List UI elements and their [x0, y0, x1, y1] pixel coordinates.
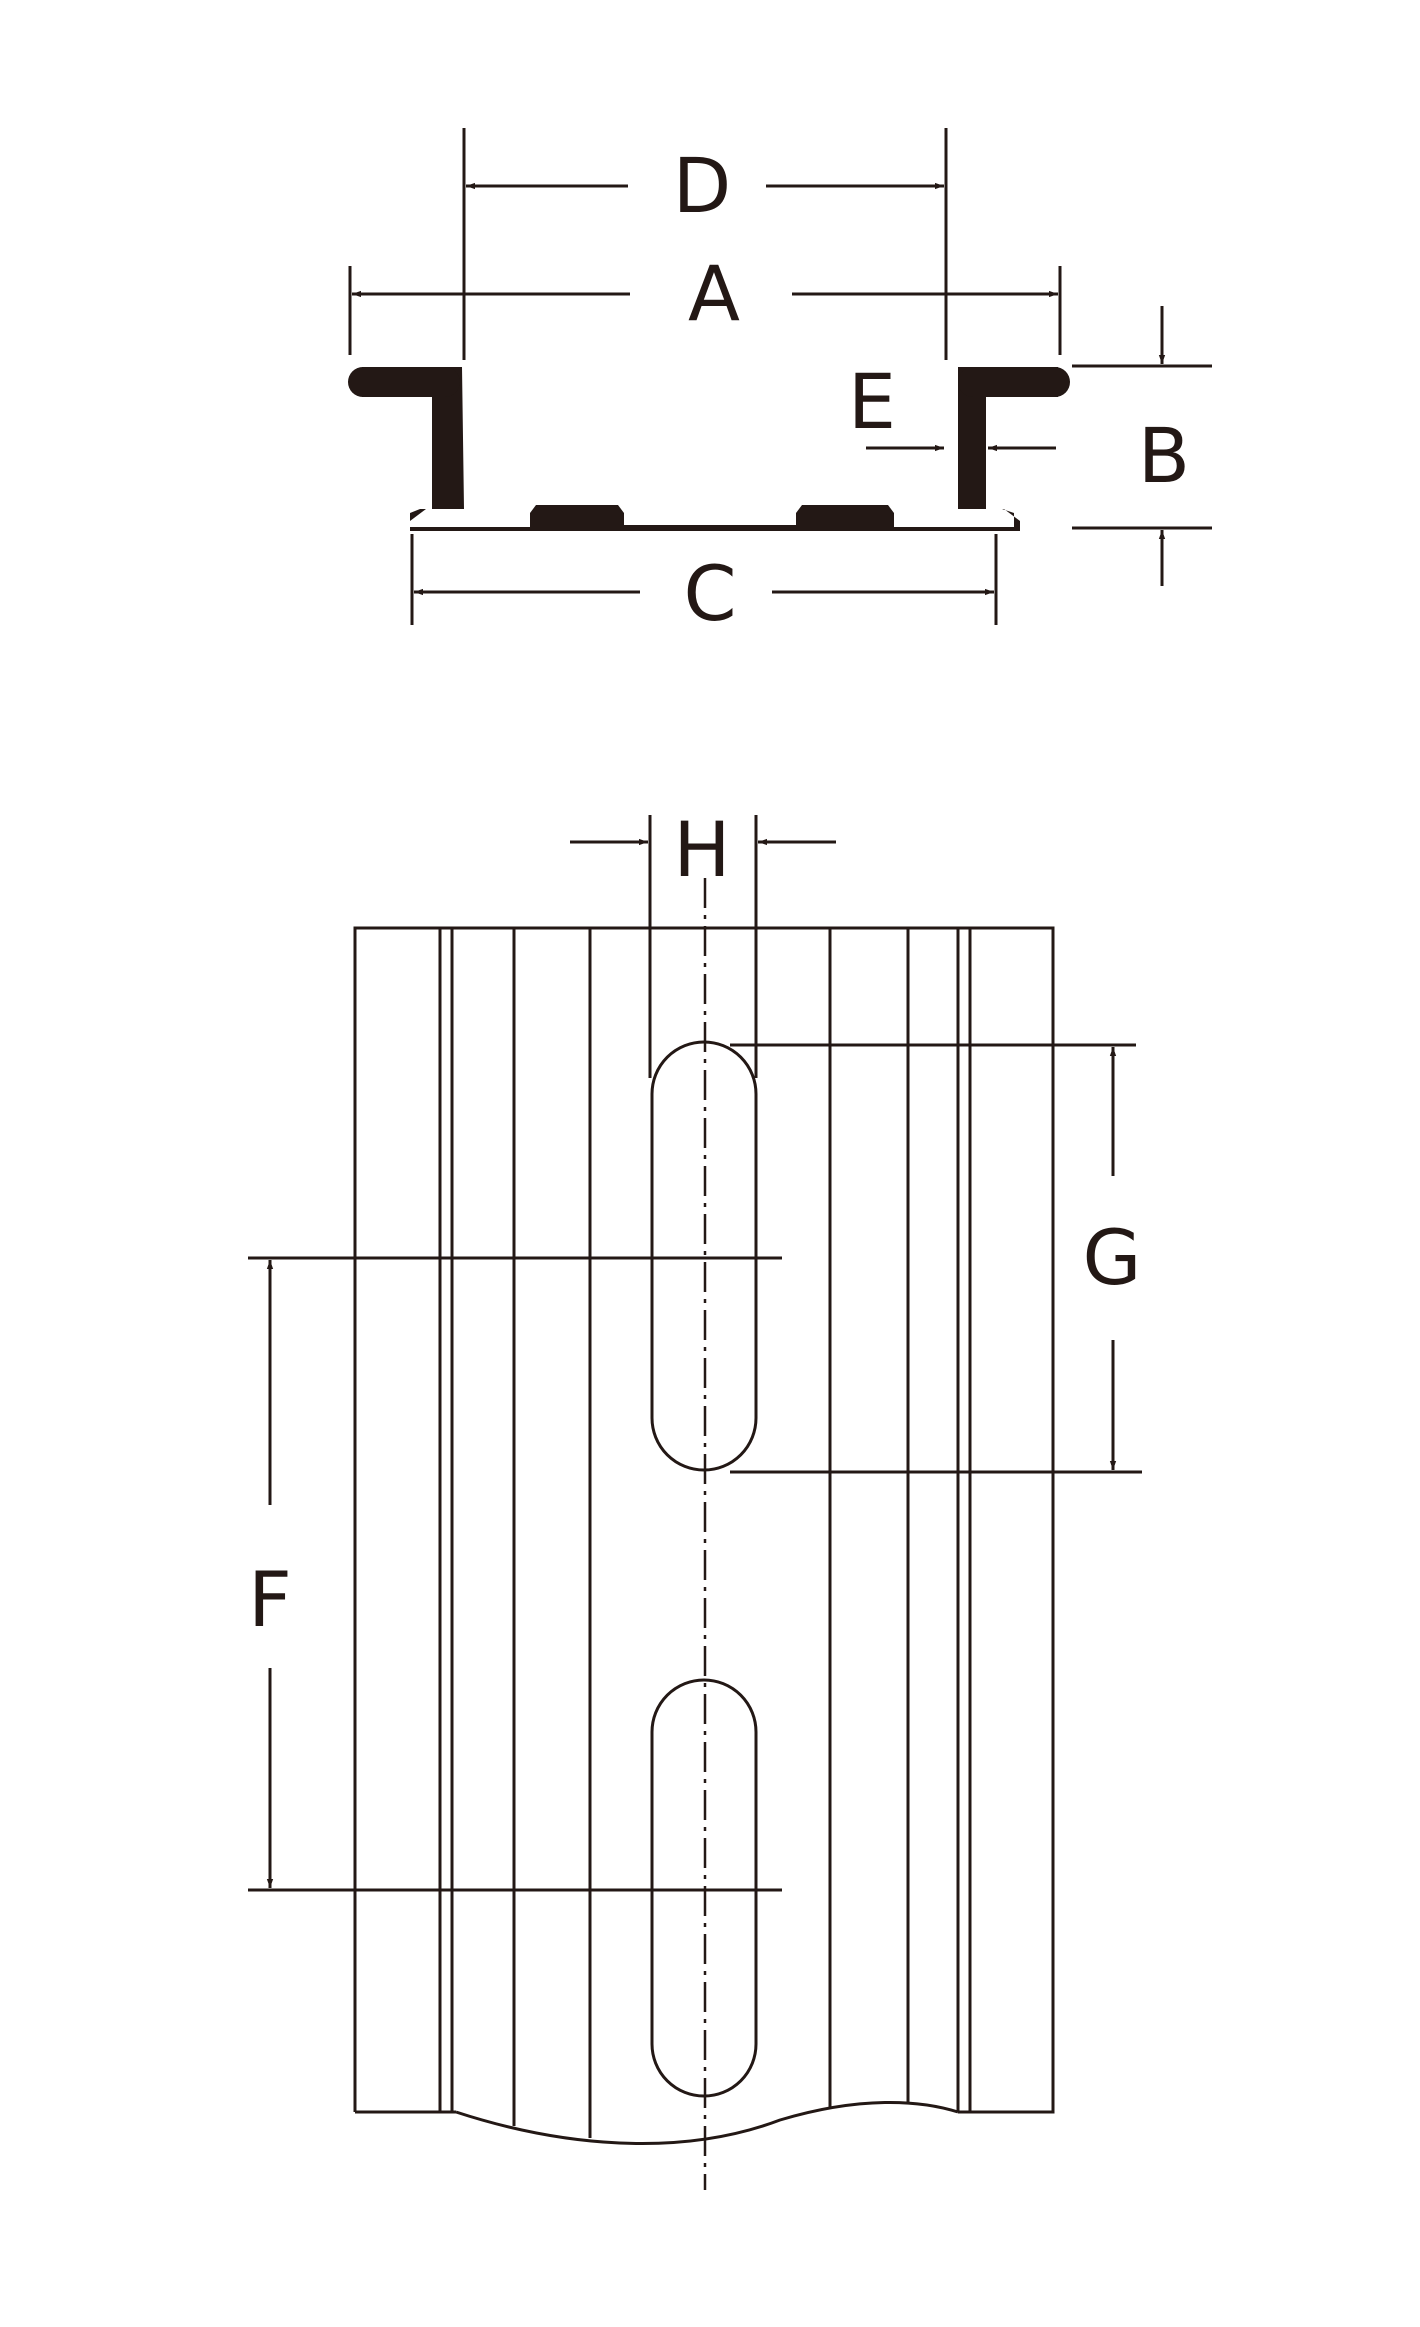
dimension-labels: D A E B C H G F — [248, 141, 1190, 1644]
label-g: G — [1083, 1213, 1142, 1302]
left-flange — [348, 367, 460, 397]
front-view — [248, 815, 1142, 2190]
label-d: D — [673, 141, 732, 230]
rail-outline — [353, 926, 1055, 2114]
rail-profile — [362, 367, 1058, 531]
upper-slot — [650, 1040, 758, 1472]
label-b: B — [1138, 411, 1190, 500]
label-c: C — [683, 549, 736, 638]
break-line — [455, 2101, 959, 2145]
label-a: A — [688, 249, 740, 338]
right-flange — [958, 367, 1070, 397]
label-f: F — [248, 1555, 292, 1644]
label-h: H — [673, 805, 730, 894]
label-e: E — [848, 357, 896, 446]
cross-section-view — [348, 128, 1212, 625]
